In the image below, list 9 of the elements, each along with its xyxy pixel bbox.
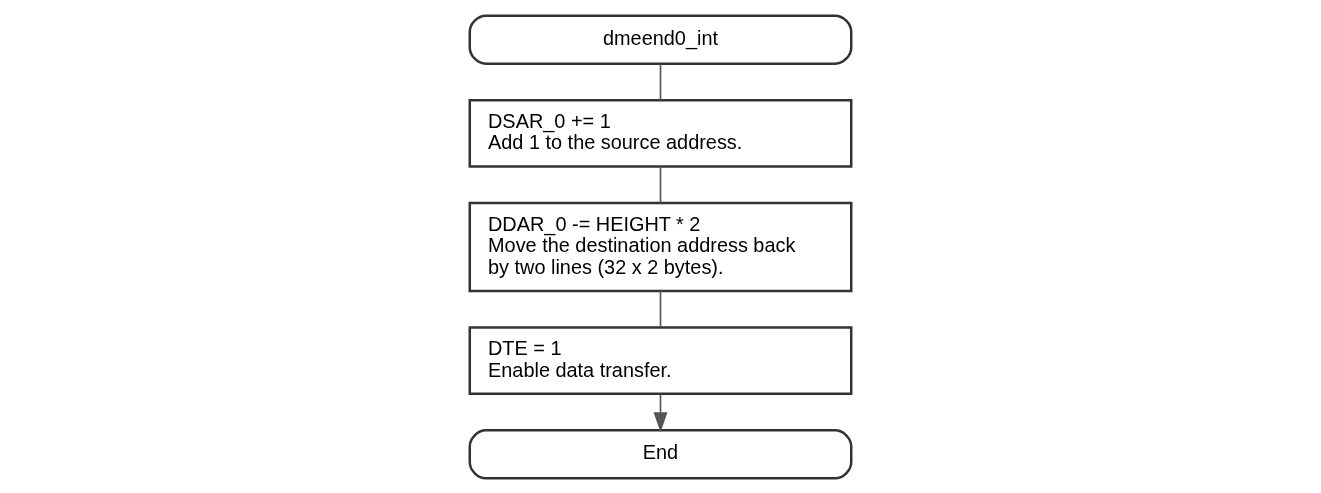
connector <box>659 289 662 328</box>
arrow <box>653 392 668 432</box>
node-box: DTE = 1 Enable data transfer. <box>468 325 853 395</box>
node-box: End <box>468 428 853 480</box>
connector <box>659 62 662 101</box>
node-box: DDAR_0 -= HEIGHT * 2 Move the destination address back by two lines (32 x 2 bytes). <box>468 201 853 292</box>
node-box: dmeend0_int <box>468 13 853 65</box>
node-box: DSAR_0 += 1 Add 1 to the source address. <box>468 98 853 168</box>
connector <box>659 165 662 204</box>
